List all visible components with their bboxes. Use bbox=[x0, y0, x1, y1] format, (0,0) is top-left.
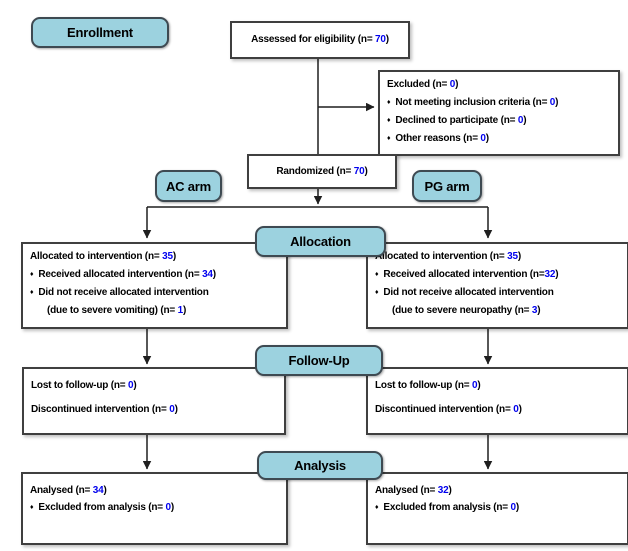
follow-up-stage-label: Follow-Up bbox=[255, 345, 383, 376]
count-value: 0 bbox=[169, 404, 175, 415]
count-value: 0 bbox=[480, 133, 486, 144]
text-line: ♦Other reasons (n= 0) bbox=[387, 133, 489, 144]
text-line: Lost to follow-up (n= 0) bbox=[375, 380, 481, 391]
count-value: 0 bbox=[127, 380, 134, 391]
diamond-bullet-icon: ♦ bbox=[30, 289, 34, 296]
count-value: 32 bbox=[437, 485, 449, 496]
assessed-eligibility-box: Assessed for eligibility (n= 70) bbox=[230, 21, 410, 59]
count-value: 0 bbox=[449, 79, 456, 90]
text-line: Allocated to intervention (n= 35) bbox=[375, 251, 521, 262]
diamond-bullet-icon: ♦ bbox=[375, 504, 379, 511]
count-value: 34 bbox=[202, 269, 213, 280]
count-value: 70 bbox=[375, 34, 386, 45]
text-line: ♦Excluded from analysis (n= 0) bbox=[30, 502, 175, 513]
excluded-box: Excluded (n= 0) ♦Not meeting inclusion cr… bbox=[378, 70, 620, 156]
count-value: 35 bbox=[162, 251, 173, 262]
analysis-stage-label: Analysis bbox=[257, 451, 383, 480]
text-line: ♦Received allocated intervention (n=32) bbox=[375, 269, 559, 280]
count-value: 0 bbox=[165, 502, 172, 513]
text-line: Excluded (n= 0) bbox=[387, 79, 459, 90]
allocation-stage-label: Allocation bbox=[255, 226, 386, 257]
text-line: Allocated to intervention (n= 35) bbox=[30, 251, 176, 262]
count-value: 35 bbox=[507, 251, 518, 262]
analysis-box-ac-arm: Analysed (n= 34) ♦Excluded from analysis … bbox=[21, 472, 288, 545]
text-line: ♦Did not receive allocated intervention bbox=[375, 287, 554, 298]
count-value: 32 bbox=[544, 269, 556, 280]
diamond-bullet-icon: ♦ bbox=[375, 289, 379, 296]
text-line: ♦Declined to participate (n= 0) bbox=[387, 115, 527, 126]
analysis-box-pg-arm: Analysed (n= 32) ♦Excluded from analysis … bbox=[366, 472, 628, 545]
follow-up-box-pg-arm: Lost to follow-up (n= 0) Discontinued int… bbox=[366, 367, 628, 435]
diamond-bullet-icon: ♦ bbox=[387, 135, 391, 142]
ac-arm-label: AC arm bbox=[155, 170, 222, 202]
text-line: Discontinued intervention (n= 0) bbox=[31, 404, 178, 415]
text-line: ♦Not meeting inclusion criteria (n= 0) bbox=[387, 97, 559, 108]
diamond-bullet-icon: ♦ bbox=[30, 271, 34, 278]
text-line: ♦Excluded from analysis (n= 0) bbox=[375, 502, 520, 513]
text-line: Analysed (n= 32) bbox=[375, 485, 452, 496]
text-line: ♦Received allocated intervention (n= 34) bbox=[30, 269, 216, 280]
text-line: Lost to follow-up (n= 0) bbox=[31, 380, 137, 391]
count-value: 0 bbox=[549, 97, 556, 108]
count-value: 70 bbox=[353, 165, 365, 177]
diamond-bullet-icon: ♦ bbox=[375, 271, 379, 278]
text-line: ♦Did not receive allocated intervention bbox=[30, 287, 209, 298]
count-value: 3 bbox=[531, 305, 538, 316]
count-value: 0 bbox=[513, 404, 519, 415]
count-value: 0 bbox=[471, 380, 478, 391]
diamond-bullet-icon: ♦ bbox=[387, 117, 391, 124]
randomized-box: Randomized (n= 70) bbox=[247, 154, 397, 189]
count-value: 34 bbox=[92, 485, 104, 496]
text-line: (due to severe vomiting) (n= 1) bbox=[47, 305, 187, 316]
text-line: Assessed for eligibility (n= 70) bbox=[251, 34, 389, 45]
diamond-bullet-icon: ♦ bbox=[30, 504, 34, 511]
allocation-box-pg-arm: Allocated to intervention (n= 35) ♦Receiv… bbox=[366, 242, 628, 329]
count-value: 0 bbox=[517, 115, 524, 126]
text-line: Randomized (n= 70) bbox=[276, 165, 368, 177]
follow-up-box-ac-arm: Lost to follow-up (n= 0) Discontinued int… bbox=[22, 367, 286, 435]
text-line: (due to severe neuropathy (n= 3) bbox=[392, 305, 541, 316]
diamond-bullet-icon: ♦ bbox=[387, 99, 391, 106]
pg-arm-label: PG arm bbox=[412, 170, 482, 202]
text-line: Analysed (n= 34) bbox=[30, 485, 107, 496]
count-value: 0 bbox=[510, 502, 517, 513]
count-value: 1 bbox=[177, 305, 184, 316]
enrollment-stage-label: Enrollment bbox=[31, 17, 169, 48]
allocation-box-ac-arm: Allocated to intervention (n= 35) ♦Receiv… bbox=[21, 242, 288, 329]
text-line: Discontinued intervention (n= 0) bbox=[375, 404, 522, 415]
